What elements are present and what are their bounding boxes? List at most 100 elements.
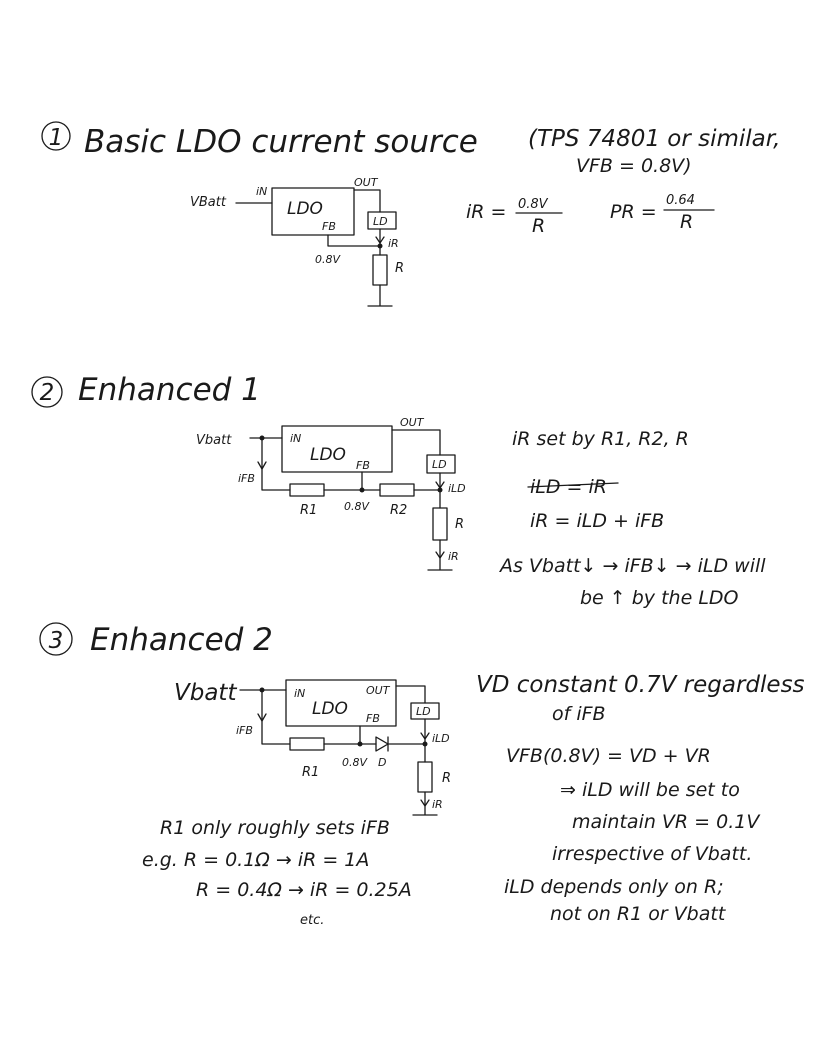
note-left-4: etc. <box>300 913 324 928</box>
equation-ir: iR = 0.8V R <box>466 197 563 237</box>
ld-box <box>367 211 397 230</box>
section-3-number: 3 <box>49 628 64 654</box>
label-vfb: 0.8V <box>342 756 368 769</box>
label-ifb: iFB <box>238 472 255 485</box>
label-vfb: 0.8V <box>344 500 370 513</box>
note-right-4: ⇒ iLD will be set to <box>560 779 740 801</box>
label-r: R <box>395 261 404 276</box>
label-fb: FB <box>366 712 380 725</box>
note-left-2: e.g. R = 0.1Ω → iR = 1A <box>142 849 369 871</box>
section-2: 2 Enhanced 1 Vbatt iN LDO FB OUT LD iFB … <box>31 372 766 609</box>
section-1-note-line2: VFB = 0.8V) <box>576 155 692 177</box>
label-vbatt: VBatt <box>190 195 227 210</box>
ld-label: LD <box>373 215 388 228</box>
section-3-notes-right: VD constant 0.7V regardless of iFB VFB(0… <box>476 672 805 925</box>
ground-symbol <box>412 791 438 816</box>
note-line-4: As Vbatt↓ → iFB↓ → iLD will <box>498 555 766 577</box>
label-in: iN <box>256 185 267 198</box>
note-line-5: be ↑ by the LDO <box>580 587 739 609</box>
junction-out <box>422 741 428 747</box>
arrow-ifb <box>257 713 267 722</box>
label-in: iN <box>294 687 305 700</box>
wire-out <box>391 429 441 456</box>
label-r: R <box>442 771 451 786</box>
wire-out <box>353 189 381 213</box>
circuit-2: Vbatt iN LDO FB OUT LD iFB R1 0.8V R2 <box>196 416 466 571</box>
label-in: iN <box>290 432 301 445</box>
label-d: D <box>378 756 386 769</box>
arrow-ild <box>435 481 445 489</box>
resistor-r2 <box>379 483 415 497</box>
section-3-number-circle <box>39 622 73 656</box>
note-line-3: iR = iLD + iFB <box>530 510 664 532</box>
label-out: OUT <box>366 684 391 697</box>
ld-label: LD <box>432 458 447 471</box>
diode-d <box>375 736 389 752</box>
resistor-r1 <box>289 483 325 497</box>
ldo-label: LDO <box>310 445 346 465</box>
arrow-ir <box>435 551 445 559</box>
label-r: R <box>455 517 464 532</box>
ld-box <box>426 454 456 474</box>
note-right-7: iLD depends only on R; <box>504 876 724 898</box>
note-left-1: R1 only roughly sets iFB <box>160 817 390 839</box>
resistor-r <box>372 254 388 286</box>
section-3: 3 Enhanced 2 Vbatt iN LDO FB OUT LD iFB … <box>39 622 805 928</box>
note-right-5: maintain VR = 0.1V <box>572 811 761 833</box>
section-2-heading: Enhanced 1 <box>78 372 261 408</box>
junction-fb <box>377 243 383 249</box>
resistor-r1 <box>289 737 325 751</box>
junction-out <box>437 487 443 493</box>
eq-ir-den: R <box>532 215 545 237</box>
eq-pr-num: 0.64 <box>666 193 695 208</box>
wire-out <box>395 685 426 704</box>
eq-pr-lhs: PR = <box>610 201 657 223</box>
label-fb: FB <box>356 459 370 472</box>
section-2-number-circle <box>31 376 63 408</box>
label-out: OUT <box>400 416 425 429</box>
section-1-number-circle <box>41 121 71 151</box>
section-2-number: 2 <box>40 380 55 406</box>
arrow-ir <box>375 236 385 244</box>
label-ifb: iFB <box>236 724 253 737</box>
resistor-r <box>417 761 433 793</box>
ldo-label: LDO <box>312 699 348 719</box>
strikethrough <box>527 482 619 488</box>
ld-label: LD <box>416 705 431 718</box>
label-ir: iR <box>432 798 443 811</box>
section-1-heading: Basic LDO current source <box>84 124 478 160</box>
section-1: 1 Basic LDO current source (TPS 74801 or… <box>41 121 780 307</box>
ldo-label: LDO <box>287 199 323 219</box>
resistor-r <box>432 507 448 541</box>
arrow-ild <box>420 732 430 740</box>
wire-ifb <box>261 437 291 491</box>
arrow-ir <box>420 799 430 807</box>
note-line-1: iR set by R1, R2, R <box>512 428 689 450</box>
section-3-heading: Enhanced 2 <box>90 622 273 658</box>
label-ild: iLD <box>432 732 450 745</box>
eq-ir-lhs: iR = <box>466 201 506 223</box>
arrow-ifb <box>257 461 267 470</box>
section-1-note-line1: (TPS 74801 or similar, <box>528 126 780 152</box>
ldo-box <box>285 679 397 727</box>
label-fb: FB <box>322 220 336 233</box>
note-right-8: not on R1 or Vbatt <box>550 903 727 925</box>
note-right-1: VD constant 0.7V regardless <box>476 672 805 698</box>
label-vbatt: Vbatt <box>196 433 232 448</box>
label-ir: iR <box>448 550 459 563</box>
note-right-3: VFB(0.8V) = VD + VR <box>506 745 711 767</box>
circuit-1: VBatt iN LDO FB OUT LD iR 0.8V R <box>190 176 404 307</box>
eq-pr-den: R <box>680 211 693 233</box>
section-3-notes-left: R1 only roughly sets iFB e.g. R = 0.1Ω →… <box>142 817 412 928</box>
wire-ifb <box>261 689 291 745</box>
label-vfb: 0.8V <box>315 253 341 266</box>
note-left-3: R = 0.4Ω → iR = 0.25A <box>196 879 412 901</box>
label-vbatt: Vbatt <box>174 680 237 706</box>
label-r1: R1 <box>302 765 319 780</box>
ldo-box <box>281 425 393 473</box>
ground-symbol <box>427 539 453 571</box>
label-out: OUT <box>354 176 379 189</box>
circuit-3: Vbatt iN LDO FB OUT LD iFB R1 0.8V D <box>174 679 451 816</box>
note-right-6: irrespective of Vbatt. <box>552 843 752 865</box>
